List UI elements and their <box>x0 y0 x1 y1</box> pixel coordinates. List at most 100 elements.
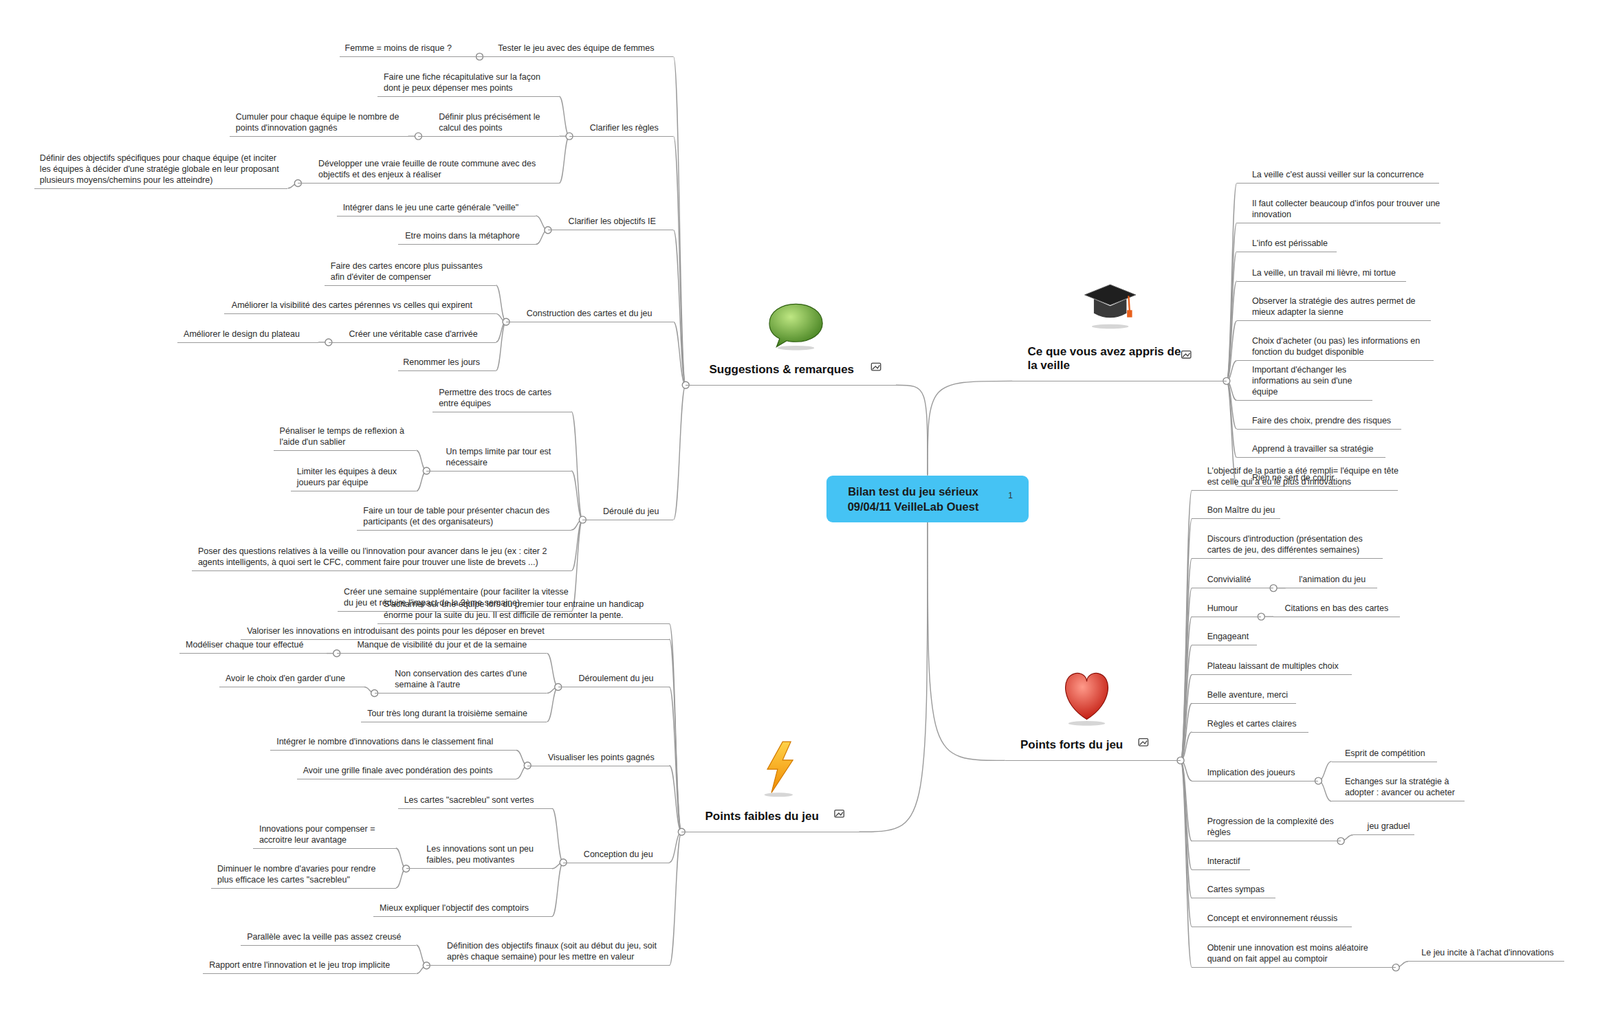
topic-node: Valoriser les innovations en introduisan… <box>240 625 670 641</box>
topic-text: Bilan test du jeu sérieux 09/04/11 Veill… <box>833 484 993 515</box>
topic-node: Tour très long durant la troisième semai… <box>360 708 547 723</box>
topic-node: Cartes sympas <box>1191 884 1276 899</box>
topic-text: Innovations pour compenser = accroitre l… <box>259 823 392 849</box>
topic-node: jeu graduel <box>1353 820 1415 836</box>
topic-text: Bon Maître du jeu <box>1207 504 1291 519</box>
branch-connector <box>571 411 583 520</box>
topic-node: Faire un tour de table pour présenter ch… <box>356 505 572 531</box>
topic-node: Un temps limite par tour est nécessaire <box>426 446 572 472</box>
topic-node: Non conservation des cartes d'une semain… <box>374 668 548 694</box>
topic-text: L'objectif de la partie a été rempli= l'… <box>1207 465 1402 491</box>
topic-node: Humour <box>1191 603 1262 618</box>
topic-node: Développer une vraie feuille de route co… <box>297 158 560 184</box>
branch-connector <box>673 136 686 386</box>
topic-text: Important d'échanger les informations au… <box>1252 364 1374 401</box>
topic-text: Intégrer dans le jeu une carte générale … <box>343 202 534 216</box>
topic-node: Poser des questions relatives à la veill… <box>191 545 572 572</box>
branch-connector <box>1226 251 1237 381</box>
topic-text: Engageant <box>1207 631 1261 645</box>
topic-node: S'acharner sur une équipe lors du premie… <box>377 598 670 625</box>
topic-text: Améliorer la visibilité des cartes péren… <box>231 299 492 314</box>
topic-node: Clarifier les règles <box>569 122 674 137</box>
topic-text: Femme = moins de risque ? <box>345 42 465 57</box>
topic-text: Clarifier les objectifs IE <box>568 215 671 230</box>
branch-connector <box>559 136 570 183</box>
topic-node: Interactif <box>1191 856 1251 871</box>
topic-text: Règles et cartes claires <box>1207 718 1310 733</box>
topic-node: Améliorer la visibilité des cartes péren… <box>224 299 496 315</box>
topic-text: Modéliser chaque tour effectué <box>185 639 322 654</box>
branch-connector <box>1226 222 1237 381</box>
topic-node: Il faut collecter beaucoup d'infos pour … <box>1236 198 1442 224</box>
topic-text: Visualiser les points gagnés <box>548 752 667 766</box>
lightning-icon <box>764 741 794 797</box>
topic-node: Choix d'acheter (ou pas) les information… <box>1236 335 1434 361</box>
topic-text: Les cartes "sacrebleu" sont vertes <box>404 794 549 809</box>
link-count: 1 <box>1007 490 1013 501</box>
topic-node: Renommer les jours <box>398 356 496 372</box>
topic-text: Points faibles du jeu <box>704 809 840 832</box>
branch-connector <box>927 522 1006 762</box>
topic-node: Permettre des trocs de cartes entre équi… <box>432 387 572 413</box>
branch-connector <box>495 321 507 371</box>
topic-node: Cumuler pour chaque équipe le nombre de … <box>229 111 409 137</box>
topic-text: Manque de visibilité du jour et de la se… <box>356 639 543 654</box>
branch-connector <box>673 230 686 386</box>
topic-text: Suggestions & remarques <box>708 363 870 386</box>
branch-connector <box>1180 588 1192 762</box>
topic-node: Bon Maître du jeu <box>1191 504 1281 520</box>
topic-text: Progression de la complexité des règles <box>1207 816 1335 841</box>
topic-node: Apprend à travailler sa stratégie <box>1236 443 1387 458</box>
topic-text: Développer une vraie feuille de route co… <box>318 158 555 183</box>
topic-node: Belle aventure, merci <box>1191 689 1296 705</box>
topic-text: Concept et environnement réussis <box>1207 913 1358 927</box>
topic-node: La veille c'est aussi veiller sur la con… <box>1236 169 1440 184</box>
main-branch: Suggestions & remarques <box>685 363 896 386</box>
branch-connector <box>571 470 583 520</box>
topic-text: Plateau laissant de multiples choix <box>1207 660 1356 675</box>
topic-text: Définition des objectifs finaux (soit au… <box>446 940 669 966</box>
topic-node: Définir des objectifs spécifiques pour c… <box>34 152 288 190</box>
topic-node: Le jeu incite à l'achat d'innovations <box>1408 947 1565 962</box>
topic-node: Mieux expliquer l'objectif des comptoirs <box>373 902 553 918</box>
topic-node: Avoir le choix d'en garder d'une <box>219 673 365 688</box>
branch-connector <box>1180 732 1192 762</box>
topic-node: Diminuer le nombre d'avaries pour rendre… <box>211 863 397 890</box>
topic-node: Progression de la complexité des règles <box>1191 816 1341 842</box>
topic-text: Un temps limite par tour est nécessaire <box>446 446 571 471</box>
branch-connector <box>1180 760 1192 927</box>
topic-text: Tour très long durant la troisième semai… <box>367 708 543 722</box>
topic-node: Concept et environnement réussis <box>1191 913 1352 928</box>
topic-text: Cartes sympas <box>1207 884 1278 898</box>
topic-node: Parallèle avec la veille pas assez creus… <box>240 931 416 947</box>
topic-node: Faire des choix, prendre des risques <box>1236 415 1402 430</box>
topic-text: Points forts du jeu <box>1020 738 1145 761</box>
branch-connector <box>859 522 928 832</box>
branch-connector <box>546 687 558 722</box>
topic-node: Modéliser chaque tour effectué <box>179 639 327 654</box>
topic-text: Cumuler pour chaque équipe le nombre de … <box>235 111 404 137</box>
branch-connector <box>1180 760 1192 968</box>
topic-text: Ce que vous avez appris de la veille <box>1027 345 1188 381</box>
topic-text: Définir des objectifs spécifiques pour c… <box>39 152 285 189</box>
heart-icon <box>1065 673 1109 726</box>
branch-connector <box>546 653 558 688</box>
topic-text: Etre moins dans la métaphore <box>404 230 533 245</box>
topic-text: Clarifier les règles <box>589 122 671 137</box>
topic-text: jeu graduel <box>1367 820 1422 835</box>
branch-connector <box>1180 675 1192 762</box>
topic-text: Observer la stratégie des autres permet … <box>1252 295 1438 321</box>
topic-text: Définir plus précisément le calcul des p… <box>438 111 556 137</box>
topic-node: Esprit de compétition <box>1331 748 1438 763</box>
image-attachment-icons <box>834 351 1191 818</box>
topic-text: Il faut collecter beaucoup d'infos pour … <box>1252 198 1449 223</box>
topic-text: Construction des cartes et du jeu <box>526 308 671 322</box>
topic-node: L'info est périssable <box>1236 237 1337 253</box>
branch-connector <box>495 285 507 322</box>
topic-text: Apprend à travailler sa stratégie <box>1252 443 1392 458</box>
topic-text: S'acharner sur une équipe lors du premie… <box>383 598 667 624</box>
topic-node: Convivialité <box>1191 574 1274 589</box>
branch-connector <box>1226 281 1237 381</box>
